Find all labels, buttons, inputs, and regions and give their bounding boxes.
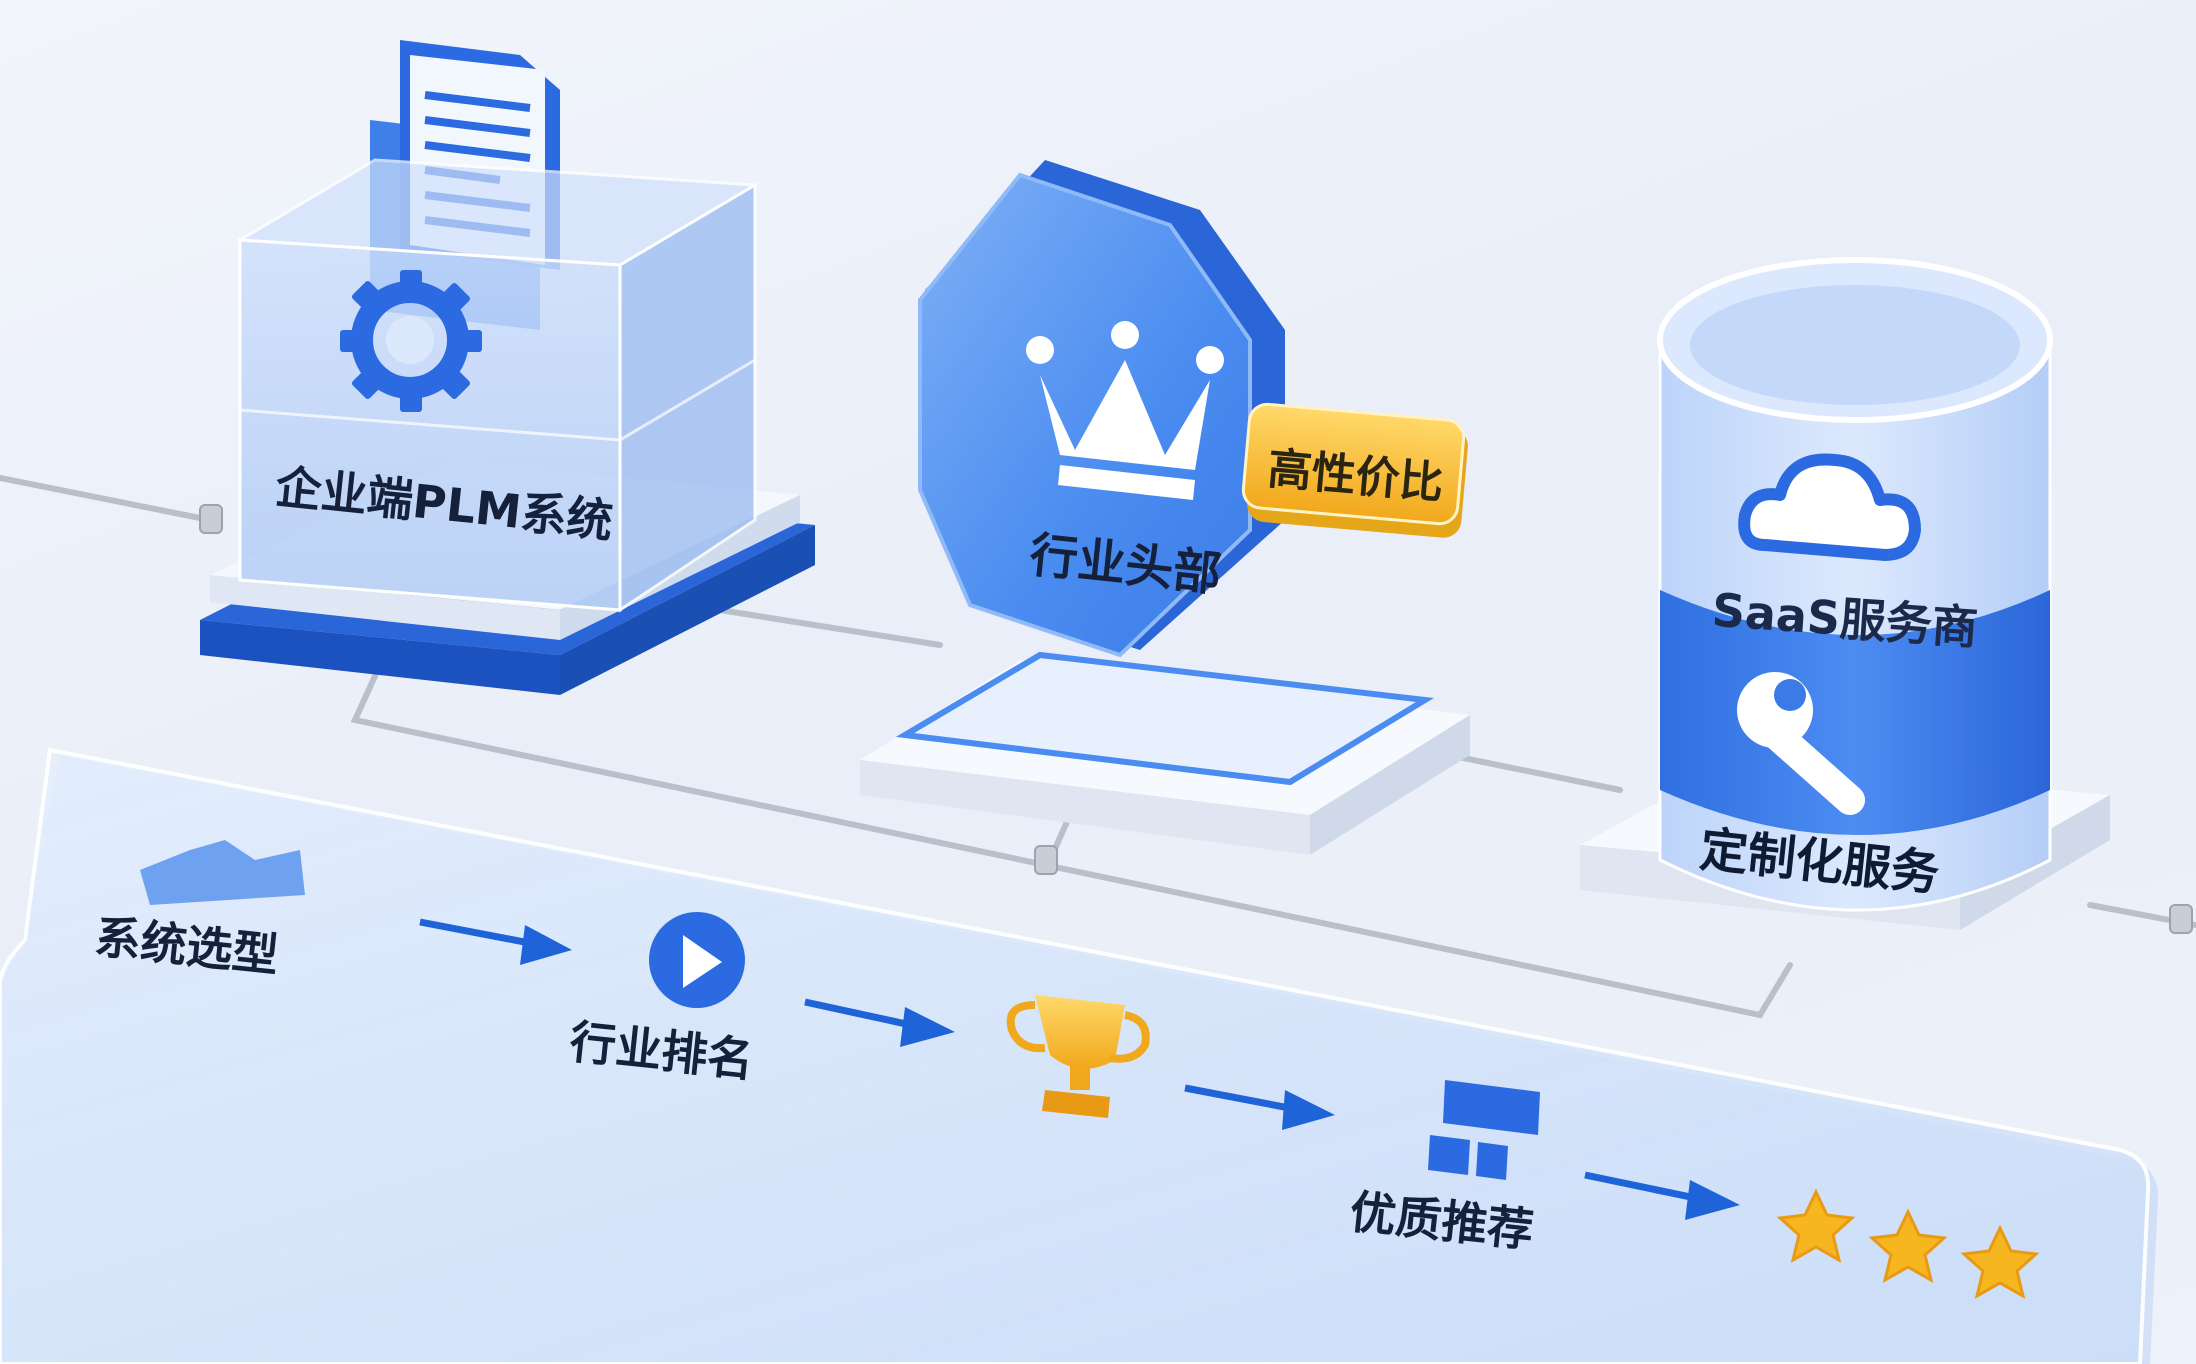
rating-stars xyxy=(1776,1188,2040,1300)
gear-icon xyxy=(340,270,482,412)
trophy-icon xyxy=(1006,995,1150,1118)
flow-arrow-2 xyxy=(804,998,955,1047)
flow-arrow-1 xyxy=(419,918,572,965)
flow-arrow-4 xyxy=(1584,1171,1740,1220)
star-icon xyxy=(1868,1208,1948,1284)
layout-icon xyxy=(1428,1080,1540,1180)
value-badge xyxy=(1241,402,1468,538)
crown-icon xyxy=(1026,321,1224,500)
plm-module xyxy=(200,40,815,695)
play-icon xyxy=(649,912,745,1008)
saas-module xyxy=(1580,257,2110,930)
chart-icon xyxy=(140,840,305,905)
flow-arrow-3 xyxy=(1184,1084,1335,1130)
wrench-icon xyxy=(1737,672,1865,815)
cloud-icon xyxy=(1738,453,1921,561)
star-icon xyxy=(1776,1188,1856,1264)
star-icon xyxy=(1960,1224,2040,1300)
leader-module xyxy=(860,160,1470,855)
